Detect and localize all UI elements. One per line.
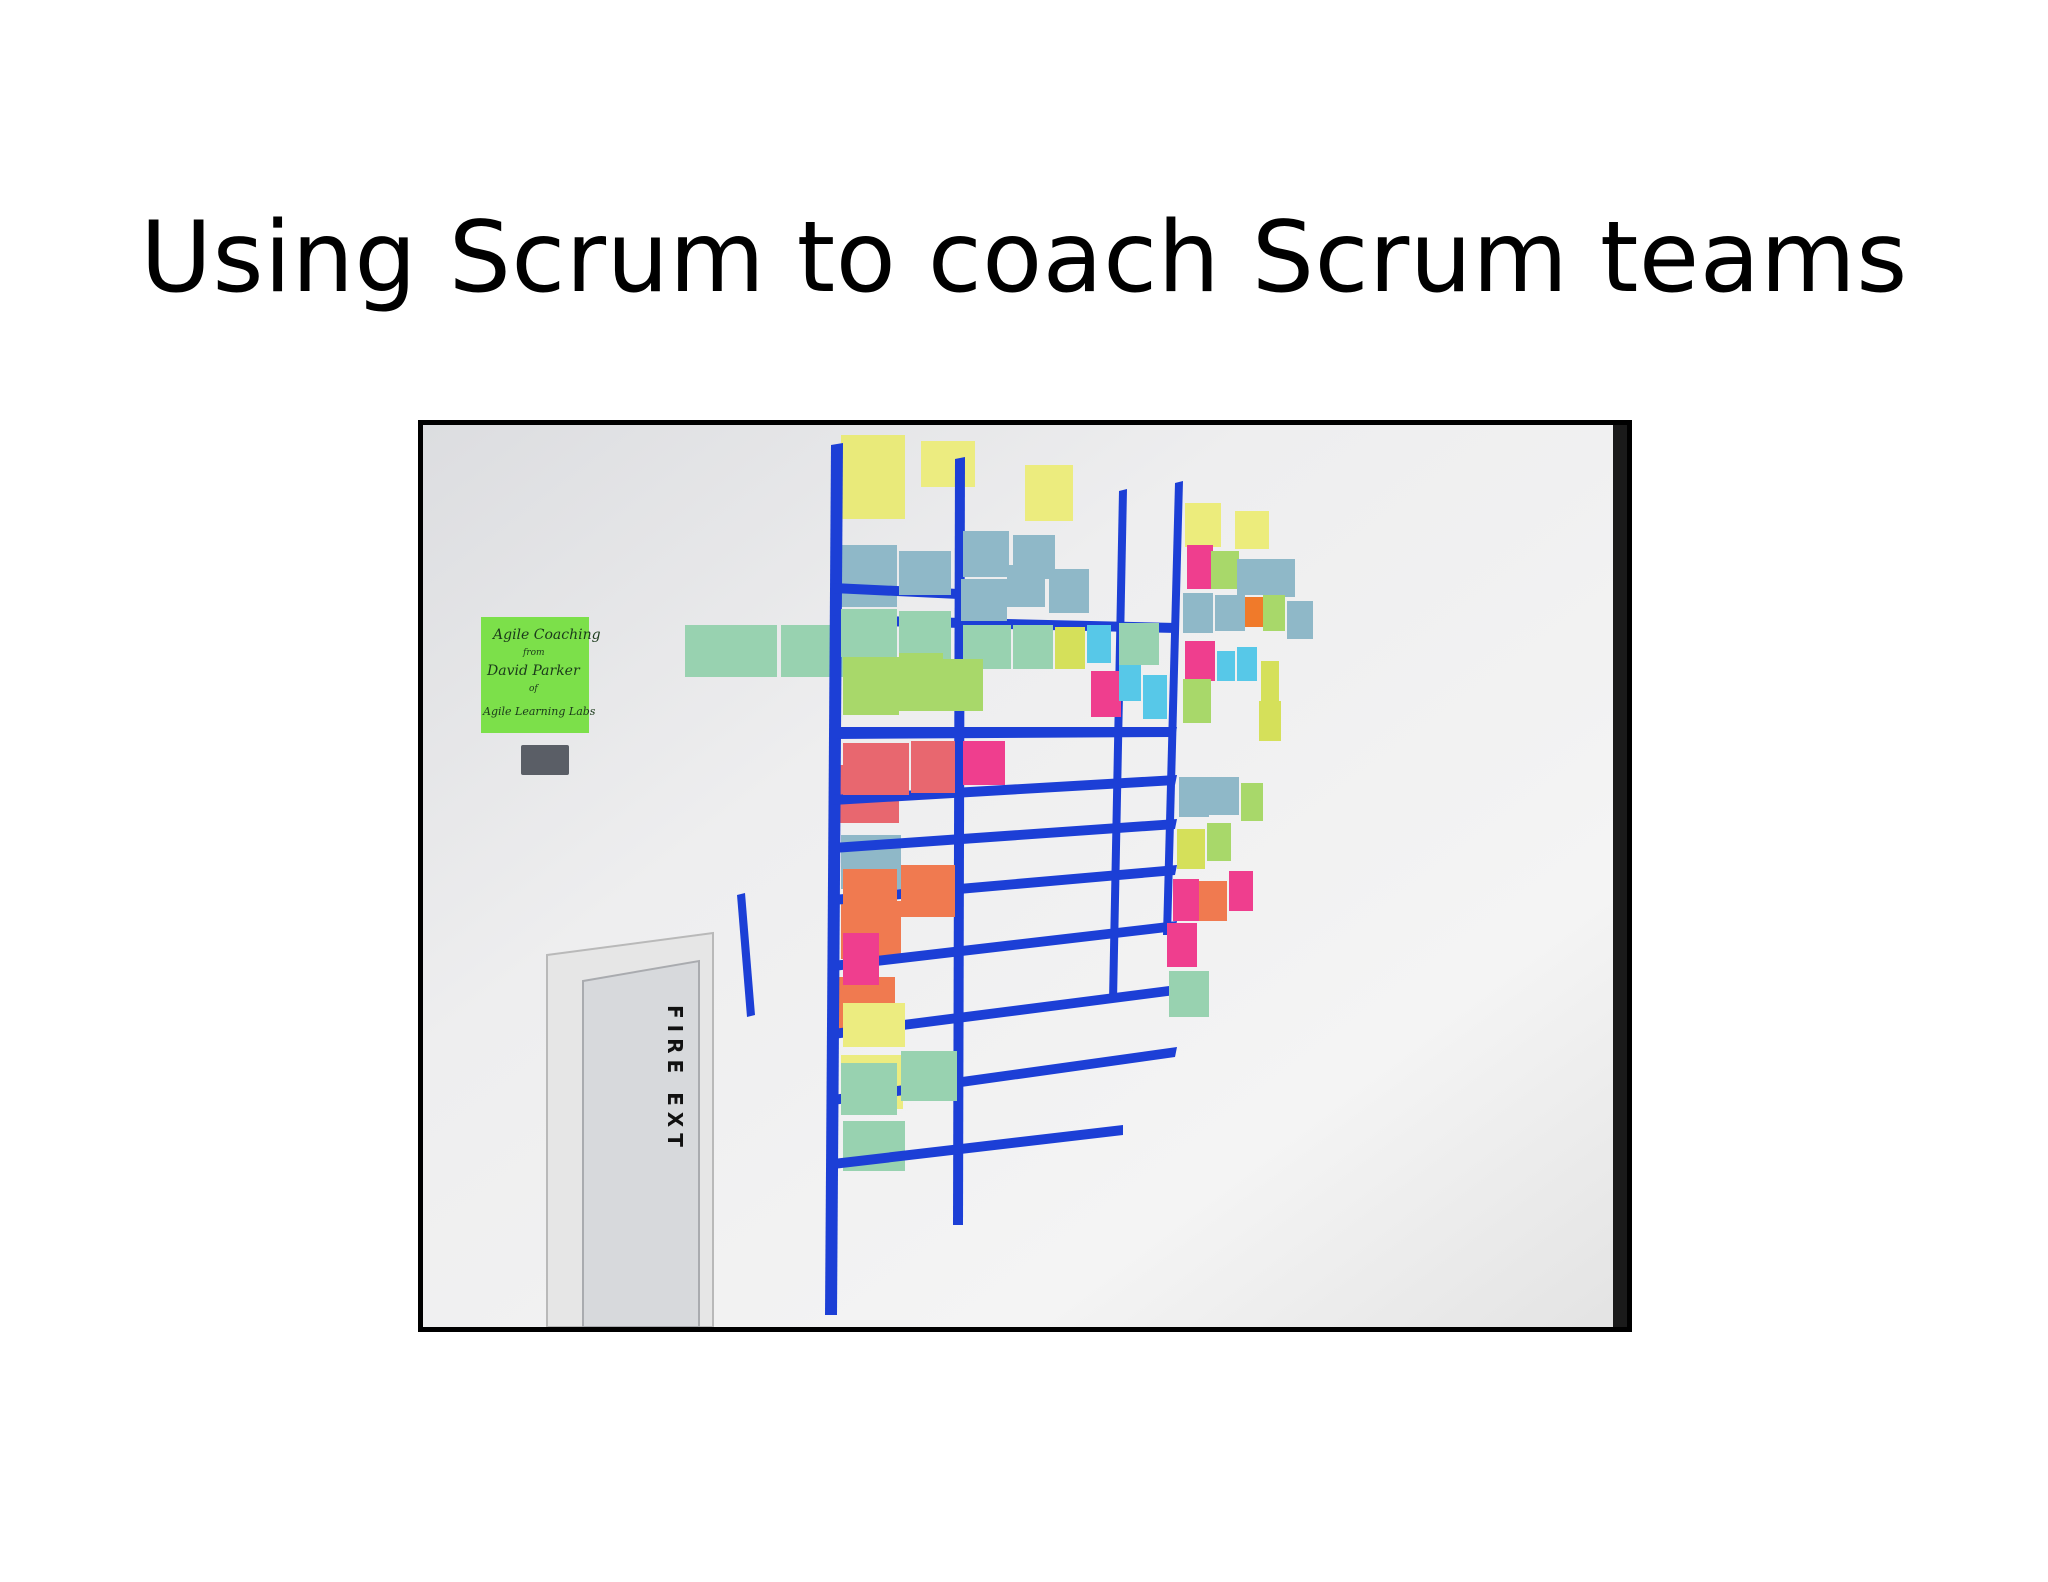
header-note-yellow: [921, 441, 975, 487]
slide-title: Using Scrum to coach Scrum teams: [140, 201, 1908, 315]
coaching-note-line1: Agile Coaching: [491, 627, 601, 643]
wall-edge-shadow: [1613, 425, 1627, 1327]
taskboard-photo-scene: Agile Coaching from David Parker of Agil…: [423, 425, 1627, 1327]
header-note-yellow: [1235, 511, 1269, 549]
taskboard-photo: Agile Coaching from David Parker of Agil…: [418, 420, 1632, 1332]
coaching-note-line5: Agile Learning Labs: [482, 705, 596, 718]
task-notes: [841, 531, 1167, 1115]
coaching-note-line4: of: [529, 684, 539, 694]
done-notes: [1167, 545, 1313, 1017]
cabinet-label: FIRE EXT: [663, 1005, 687, 1153]
header-note-yellow: [1185, 503, 1221, 547]
fire-cabinet: FIRE EXT: [546, 931, 714, 1327]
coaching-note-line3: David Parker: [486, 663, 581, 679]
business-card: [521, 745, 569, 775]
coaching-note: Agile Coaching from David Parker of Agil…: [481, 617, 601, 733]
header-note-yellow: [1025, 465, 1073, 521]
header-note-yellow: [841, 435, 905, 519]
coaching-note-line2: from: [522, 648, 545, 658]
